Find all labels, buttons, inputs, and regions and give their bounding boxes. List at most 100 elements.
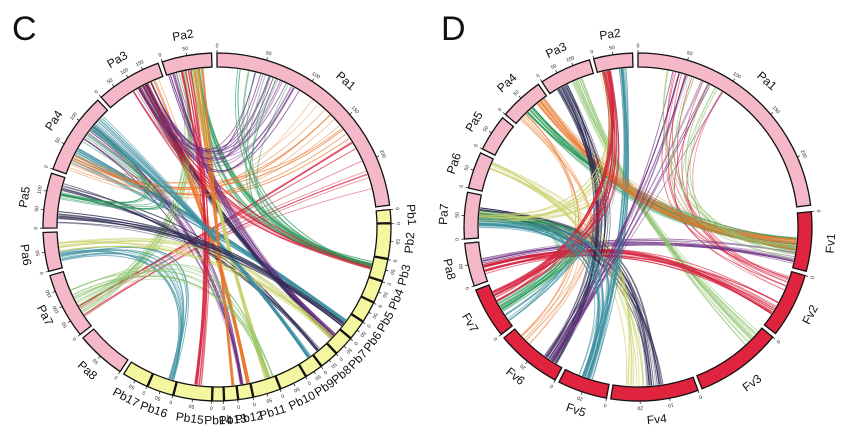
chromosome-segment bbox=[350, 296, 375, 323]
chromosome-tick bbox=[185, 52, 187, 56]
tick-label: 0 bbox=[549, 382, 554, 389]
synteny-link bbox=[169, 74, 335, 336]
synteny-link bbox=[168, 75, 333, 337]
chromosome-segment bbox=[474, 284, 514, 336]
tick-label: 50 bbox=[686, 50, 693, 57]
synteny-link bbox=[58, 216, 342, 327]
chromosome-tick bbox=[669, 398, 671, 402]
tick-label: 100 bbox=[119, 67, 129, 77]
synteny-link bbox=[138, 72, 256, 160]
chromosome-label: Pa2 bbox=[598, 26, 621, 43]
synteny-link bbox=[60, 249, 184, 379]
synteny-link bbox=[61, 135, 157, 206]
synteny-link bbox=[150, 76, 271, 153]
tick-label: 50 bbox=[54, 137, 62, 145]
synteny-link bbox=[478, 224, 600, 377]
chromosome-segment bbox=[52, 99, 109, 175]
chromosome-segment bbox=[42, 231, 64, 273]
tick-label: 50 bbox=[292, 385, 300, 393]
tick-label: 0 bbox=[237, 403, 241, 409]
tick-label: 0 bbox=[280, 392, 285, 399]
chromosome-tick bbox=[171, 395, 174, 399]
synteny-link bbox=[71, 264, 274, 377]
synteny-link bbox=[80, 170, 367, 310]
tick-label: 100 bbox=[69, 111, 79, 121]
chromosome-segment bbox=[250, 375, 281, 398]
tick-label: 200 bbox=[799, 149, 808, 159]
tick-label: 50 bbox=[188, 402, 195, 409]
chromosome-tick bbox=[160, 58, 163, 62]
chromosome-label: Pa1 bbox=[754, 69, 780, 94]
synteny-link bbox=[539, 101, 797, 244]
synteny-link bbox=[576, 79, 752, 339]
tick-label: 0 bbox=[391, 259, 397, 263]
chromosome-tick bbox=[470, 168, 474, 171]
synteny-link bbox=[58, 215, 343, 325]
tick-label: 100 bbox=[36, 185, 44, 195]
chromosome-segment bbox=[696, 327, 774, 390]
chromosome-tick bbox=[98, 355, 101, 359]
tick-label: 50 bbox=[482, 125, 490, 133]
link-layer bbox=[58, 68, 373, 386]
chromosome-segment bbox=[637, 52, 812, 208]
tick-label: 0 bbox=[222, 404, 225, 410]
chromosome-label: Pa7 bbox=[436, 203, 451, 226]
chromosome-label: Fv2 bbox=[799, 302, 821, 326]
tick-label: 50 bbox=[128, 382, 136, 390]
synteny-link bbox=[492, 162, 630, 386]
synteny-link bbox=[483, 253, 779, 303]
chromosome-tick bbox=[98, 94, 102, 98]
chromosome-segment bbox=[481, 116, 515, 157]
chromosome-tick bbox=[59, 306, 63, 309]
chromosome-tick bbox=[141, 66, 143, 70]
synteny-link bbox=[76, 267, 273, 377]
synteny-link bbox=[493, 71, 616, 294]
chromosome-tick bbox=[145, 386, 148, 390]
synteny-link bbox=[59, 240, 331, 340]
chromosome-label: Pa5 bbox=[16, 185, 33, 209]
chromosome-tick bbox=[43, 190, 47, 192]
tick-label: 0 bbox=[33, 227, 39, 230]
synteny-link bbox=[478, 225, 609, 379]
chromosome-segment bbox=[236, 382, 254, 401]
synteny-link bbox=[144, 84, 295, 158]
tick-label: 0 bbox=[365, 323, 372, 329]
synteny-link bbox=[168, 75, 335, 335]
chromosome-tick bbox=[471, 285, 475, 288]
chromosome-tick bbox=[343, 345, 347, 349]
chromosome-tick bbox=[687, 57, 689, 61]
chromosome-tick bbox=[335, 353, 339, 357]
chromosome-tick bbox=[320, 366, 324, 370]
synteny-link bbox=[485, 249, 774, 311]
chromosome-tick bbox=[804, 275, 809, 277]
tick-label: 50 bbox=[35, 250, 42, 257]
tick-label: 50 bbox=[370, 312, 378, 320]
chromosome-tick bbox=[279, 389, 282, 393]
tick-label: 50 bbox=[381, 291, 389, 299]
chromosome-tick bbox=[349, 112, 353, 115]
chromosome-label: Fv5 bbox=[564, 400, 588, 420]
synteny-link bbox=[145, 74, 264, 166]
chromosome-label: Fv3 bbox=[740, 371, 765, 394]
chromosome-tick bbox=[571, 62, 574, 66]
synteny-link bbox=[146, 83, 294, 173]
tick-label: 100 bbox=[732, 71, 742, 81]
tick-label: 50 bbox=[34, 206, 41, 212]
tick-label: 50 bbox=[344, 347, 352, 355]
tick-label: 0 bbox=[394, 207, 400, 211]
chromosome-tick bbox=[52, 290, 56, 293]
tick-label: 50 bbox=[512, 89, 520, 97]
synteny-link bbox=[151, 81, 295, 172]
chromosome-tick bbox=[126, 74, 129, 78]
synteny-link bbox=[539, 101, 797, 241]
synteny-link bbox=[172, 74, 335, 335]
chromosome-label: Pa2 bbox=[171, 26, 195, 44]
chromosome-label: Pa7 bbox=[34, 303, 56, 329]
tick-label: 0 bbox=[473, 143, 480, 148]
tick-label: 100 bbox=[52, 304, 61, 314]
chromosome-tick bbox=[76, 118, 80, 121]
tick-label: 50 bbox=[265, 396, 272, 403]
synteny-link bbox=[150, 78, 274, 161]
